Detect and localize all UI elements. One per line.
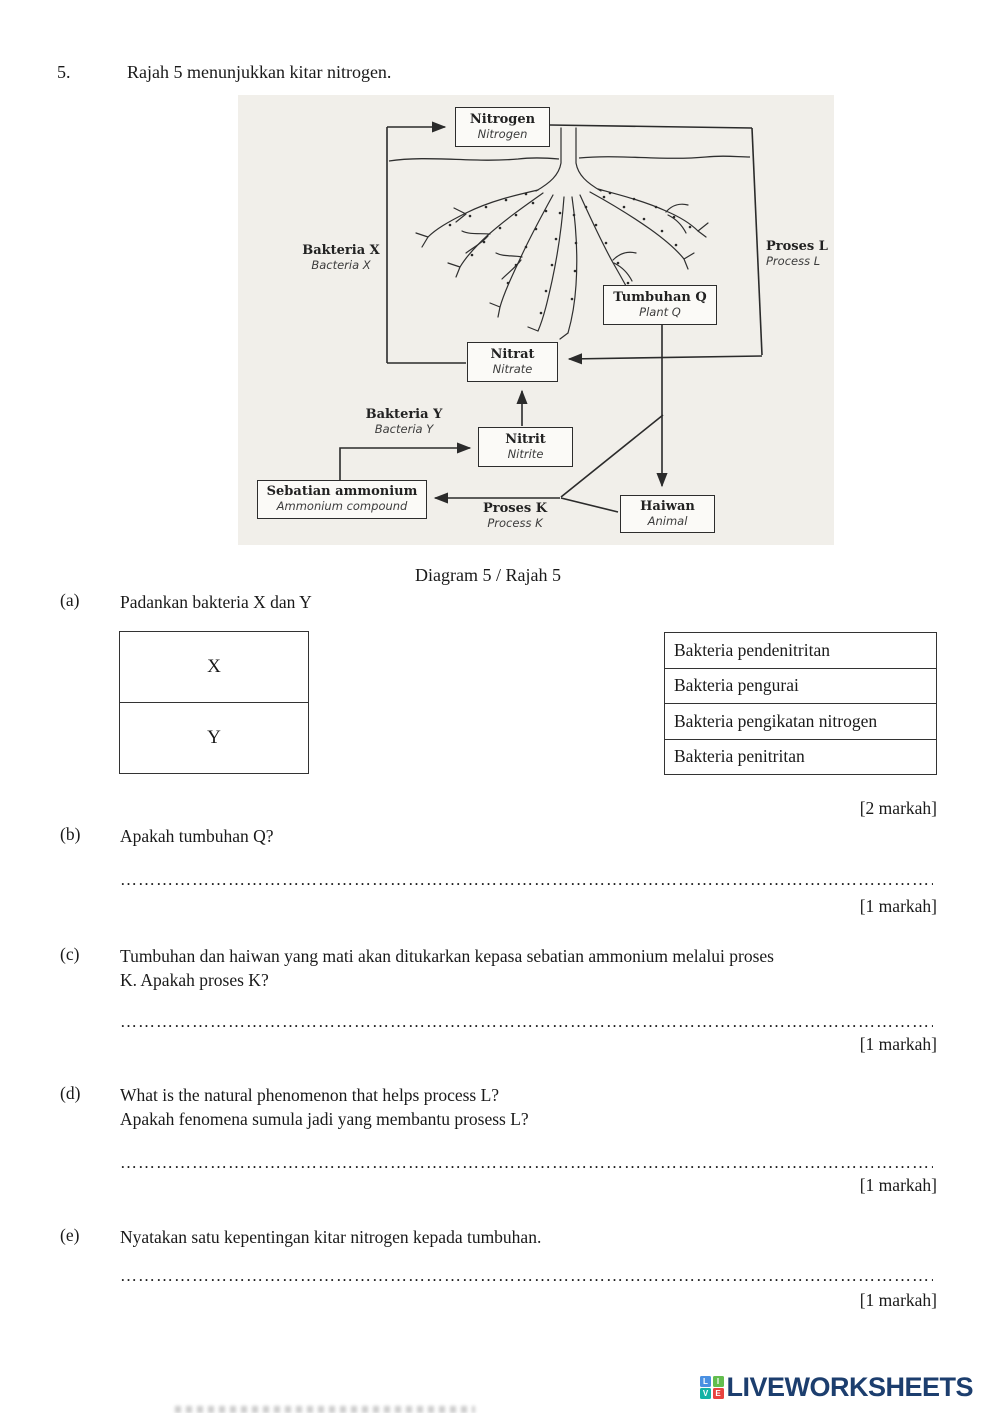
diagram-box-haiwan: Haiwan Animal bbox=[620, 495, 715, 533]
qd-line2: Apakah fenomena sumula jadi yang membant… bbox=[120, 1109, 529, 1129]
qc-line2: K. Apakah proses K? bbox=[120, 970, 269, 990]
nitrit-label-my: Nitrit bbox=[505, 431, 546, 447]
match-option-penitritan[interactable]: Bakteria penitritan bbox=[665, 738, 936, 775]
bakteria-x-en: Bacteria X bbox=[311, 257, 371, 272]
tumbuhan-q-label-my: Tumbuhan Q bbox=[613, 289, 707, 305]
qd-text: What is the natural phenomenon that help… bbox=[120, 1083, 910, 1131]
qb-label: (b) bbox=[60, 824, 81, 844]
nitrit-label-en: Nitrite bbox=[507, 446, 544, 461]
question-number: 5. bbox=[57, 62, 71, 82]
qe-marks: [1 markah] bbox=[859, 1290, 937, 1310]
bakteria-y-en: Bacteria Y bbox=[374, 421, 434, 436]
match-cell-y[interactable]: Y bbox=[120, 702, 308, 773]
label-proses-l: Proses L Process L bbox=[766, 239, 836, 268]
match-option-pendenitritan[interactable]: Bakteria pendenitritan bbox=[674, 639, 830, 660]
qd-answer-line[interactable]: …………………………………………………………………………………………………………… bbox=[120, 1153, 933, 1172]
liveworksheets-logo[interactable]: L I V E LIVEWORKSHEETS bbox=[700, 1372, 974, 1403]
tumbuhan-q-label-en: Plant Q bbox=[639, 304, 681, 319]
nitrogen-label-my: Nitrogen bbox=[469, 111, 536, 127]
qc-line1: Tumbuhan dan haiwan yang mati akan dituk… bbox=[120, 946, 774, 966]
diagram-box-nitrat: Nitrat Nitrate bbox=[467, 342, 558, 382]
logo-tile-i: I bbox=[712, 1375, 724, 1387]
qc-text: Tumbuhan dan haiwan yang mati akan dituk… bbox=[120, 944, 910, 992]
label-proses-k: Proses K Process K bbox=[473, 501, 557, 530]
logo-tile-v: V bbox=[700, 1388, 711, 1400]
haiwan-label-en: Animal bbox=[647, 513, 688, 528]
match-cell-x[interactable]: X bbox=[207, 656, 221, 677]
logo-tile-l: L bbox=[700, 1375, 711, 1387]
qb-marks: [1 markah] bbox=[859, 896, 937, 916]
logo-tile-e: E bbox=[712, 1388, 724, 1400]
label-bakteria-y: Bakteria Y Bacteria Y bbox=[359, 407, 449, 436]
cropped-bottom-content bbox=[175, 1406, 475, 1413]
qe-label: (e) bbox=[60, 1225, 80, 1245]
qd-line1: What is the natural phenomenon that help… bbox=[120, 1085, 500, 1105]
qc-label: (c) bbox=[60, 944, 80, 964]
sebatian-label-en: Ammonium compound bbox=[276, 499, 408, 514]
qa-text: Padankan bakteria X dan Y bbox=[120, 592, 312, 612]
qe-text: Nyatakan satu kepentingan kitar nitrogen… bbox=[120, 1227, 542, 1247]
question-heading: Rajah 5 menunjukkan kitar nitrogen. bbox=[127, 62, 392, 82]
qc-answer-line[interactable]: …………………………………………………………………………………………………………… bbox=[120, 1012, 933, 1031]
cycle-arrows bbox=[339, 121, 763, 513]
nitrogen-label-en: Nitrogen bbox=[477, 126, 528, 141]
root-system bbox=[415, 127, 709, 340]
sebatian-label-my: Sebatian ammonium bbox=[266, 484, 418, 500]
qa-label: (a) bbox=[60, 590, 80, 610]
nitrat-label-en: Nitrate bbox=[492, 361, 533, 376]
qd-label: (d) bbox=[60, 1083, 81, 1103]
qc-marks: [1 markah] bbox=[859, 1034, 937, 1054]
qe-answer-line[interactable]: …………………………………………………………………………………………………………… bbox=[120, 1266, 933, 1285]
diagram-caption: Diagram 5 / Rajah 5 bbox=[415, 565, 561, 585]
proses-l-my: Proses L bbox=[766, 239, 828, 254]
haiwan-label-my: Haiwan bbox=[640, 498, 695, 514]
root-nodules bbox=[448, 191, 692, 315]
qb-text: Apakah tumbuhan Q? bbox=[120, 826, 274, 846]
proses-k-en: Process K bbox=[487, 515, 543, 530]
soil-surface-line bbox=[388, 155, 751, 162]
match-option-pengurai[interactable]: Bakteria pengurai bbox=[665, 667, 936, 704]
qa-marks: [2 markah] bbox=[859, 798, 937, 818]
nitrat-label-my: Nitrat bbox=[490, 346, 535, 362]
qd-marks: [1 markah] bbox=[859, 1175, 937, 1195]
proses-l-en: Process L bbox=[766, 253, 821, 268]
bakteria-y-my: Bakteria Y bbox=[365, 407, 443, 422]
label-bakteria-x: Bakteria X Bacteria X bbox=[296, 243, 386, 272]
liveworksheets-wordmark: LIVEWORKSHEETS bbox=[726, 1372, 974, 1402]
diagram-box-sebatian-ammonium: Sebatian ammonium Ammonium compound bbox=[257, 480, 427, 519]
diagram-box-tumbuhan-q: Tumbuhan Q Plant Q bbox=[603, 285, 717, 325]
diagram-box-nitrit: Nitrit Nitrite bbox=[478, 427, 573, 467]
match-table-xy: X Y bbox=[119, 631, 309, 774]
bakteria-x-my: Bakteria X bbox=[302, 243, 380, 258]
proses-k-my: Proses K bbox=[482, 501, 548, 516]
nitrogen-cycle-diagram: Nitrogen Nitrogen Tumbuhan Q Plant Q Nit… bbox=[238, 95, 834, 545]
match-options-table: Bakteria pendenitritan Bakteria pengurai… bbox=[664, 632, 937, 775]
liveworksheets-tile-icon: L I V E bbox=[700, 1375, 724, 1400]
nitrogen-cycle-svg bbox=[339, 121, 763, 513]
qb-answer-line[interactable]: …………………………………………………………………………………………………………… bbox=[120, 870, 933, 889]
match-option-pengikatan-nitrogen[interactable]: Bakteria pengikatan nitrogen bbox=[665, 703, 936, 739]
diagram-box-nitrogen: Nitrogen Nitrogen bbox=[455, 107, 550, 147]
